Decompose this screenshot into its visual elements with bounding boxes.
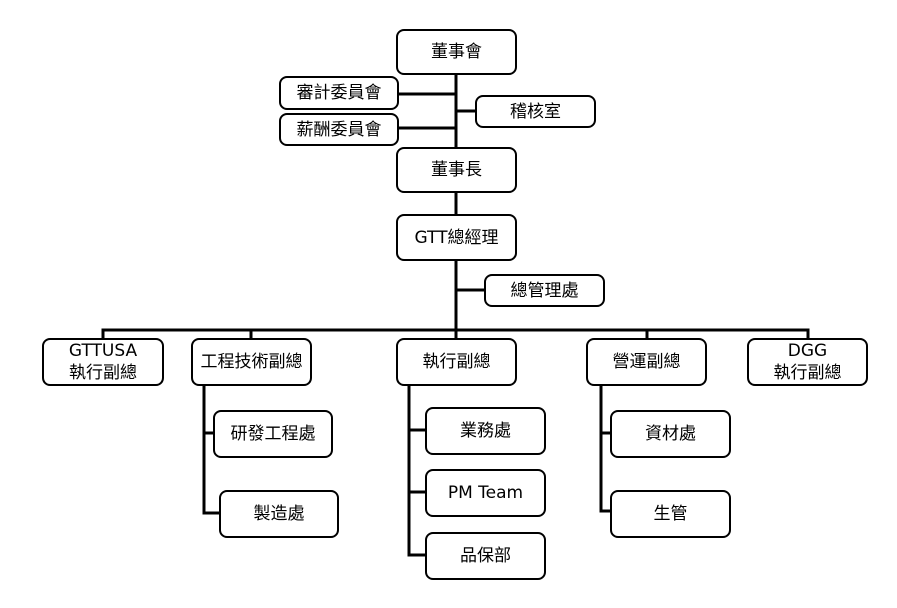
- gttusa-vp-box: GTTUSA 執行副總: [42, 338, 164, 386]
- production-control-box: 生管: [610, 490, 731, 538]
- general-admin-label: 總管理處: [510, 280, 579, 301]
- operations-vp-box: 營運副總: [586, 338, 707, 386]
- remuneration-committee-label: 薪酬委員會: [296, 119, 382, 140]
- dgg-vp-label-line2: 執行副總: [773, 363, 842, 383]
- gttusa-vp-label-line1: GTTUSA: [68, 341, 138, 361]
- production-control-label: 生管: [653, 504, 688, 524]
- engineering-vp-box: 工程技術副總: [191, 338, 312, 386]
- sales-label: 業務處: [460, 421, 511, 441]
- executive-vp-label: 執行副總: [422, 352, 491, 372]
- quality-assurance-box: 品保部: [425, 532, 546, 580]
- board-of-directors-label: 董事會: [431, 42, 482, 62]
- dgg-vp-box: DGG 執行副總: [747, 338, 868, 386]
- sales-box: 業務處: [425, 407, 546, 455]
- board-of-directors-box: 董事會: [396, 29, 517, 75]
- internal-audit-box: 稽核室: [475, 95, 596, 128]
- audit-committee-box: 審計委員會: [279, 76, 399, 110]
- chairman-label: 董事長: [431, 160, 482, 180]
- president-label: GTT總經理: [414, 227, 499, 248]
- executive-vp-box: 執行副總: [396, 338, 517, 386]
- pm-team-label: PM Team: [447, 483, 524, 503]
- gttusa-vp-label-line2: 執行副總: [69, 363, 137, 383]
- dgg-vp-label-line1: DGG: [787, 341, 828, 361]
- operations-vp-label: 營運副總: [612, 352, 681, 372]
- remuneration-committee-box: 薪酬委員會: [279, 113, 399, 146]
- manufacturing-box: 製造處: [219, 490, 339, 538]
- rd-engineering-label: 研發工程處: [230, 424, 316, 444]
- internal-audit-label: 稽核室: [510, 101, 561, 122]
- materials-box: 資材處: [610, 410, 731, 458]
- rd-engineering-box: 研發工程處: [213, 410, 333, 458]
- pm-team-box: PM Team: [425, 469, 546, 517]
- president-box: GTT總經理: [396, 214, 517, 261]
- engineering-vp-label: 工程技術副總: [200, 352, 303, 372]
- manufacturing-label: 製造處: [253, 504, 305, 524]
- chairman-box: 董事長: [396, 147, 517, 193]
- quality-assurance-label: 品保部: [460, 546, 511, 566]
- materials-label: 資材處: [645, 424, 696, 444]
- general-admin-box: 總管理處: [484, 274, 605, 307]
- audit-committee-label: 審計委員會: [296, 83, 382, 103]
